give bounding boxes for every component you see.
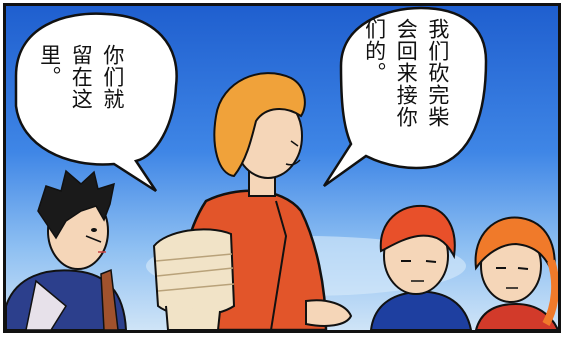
bubble-left-col-3: 里。 [37, 44, 62, 88]
bubble-right-col-3: 们的。 [362, 18, 387, 84]
boy-figure [6, 169, 128, 330]
basket [152, 228, 236, 330]
speech-text-right: 我们砍完柴 会回来接你 们的。 [361, 18, 450, 128]
girl-figure [474, 216, 558, 330]
redhead-boy-figure [369, 204, 473, 330]
bubble-left-col-1: 你们就 [100, 44, 125, 110]
comic-panel: 你们就 留在这 里。 我们砍完柴 会回来接你 们的。 [3, 3, 561, 333]
comic-artwork [6, 6, 558, 330]
bubble-right-col-1: 我们砍完柴 [425, 18, 450, 128]
speech-text-left: 你们就 留在这 里。 [36, 44, 125, 110]
speech-bubble-right [322, 6, 488, 188]
speech-bubble-left [14, 12, 178, 193]
bubble-left-col-2: 留在这 [69, 44, 94, 110]
bubble-right-col-2: 会回来接你 [394, 18, 419, 128]
